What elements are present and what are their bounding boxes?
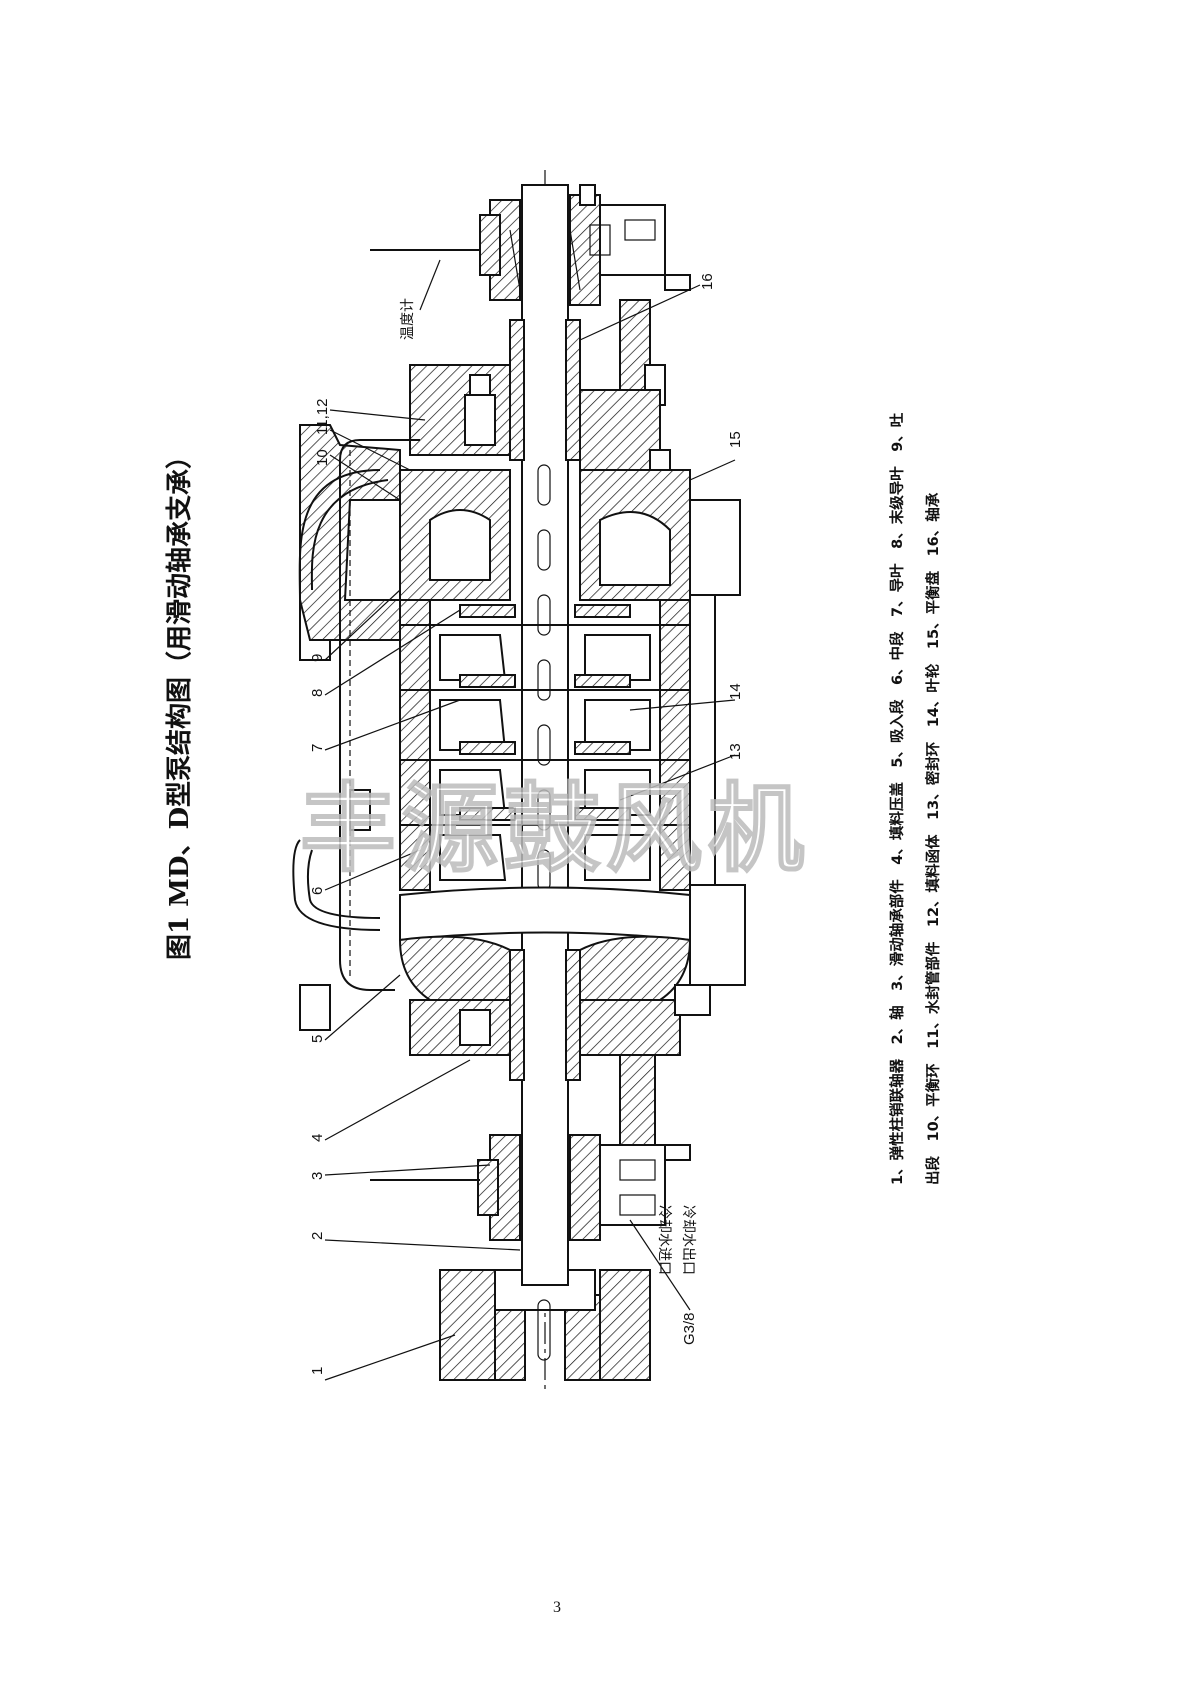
callout-16: 16 bbox=[699, 273, 716, 290]
callouts: 1 2 3 4 5 6 7 8 9 10 11,12 13 14 15 16 bbox=[309, 273, 744, 1375]
callout-5: 5 bbox=[309, 1035, 326, 1043]
top-bearing-housing bbox=[479, 194, 666, 306]
shaft-keyways bbox=[537, 464, 551, 1361]
figure-title: 图1 MD、D型泵结构图（用滑动轴承支承） bbox=[165, 443, 195, 960]
cooling-water-outlet-label: 冷却水出口 bbox=[680, 1205, 696, 1275]
callout-13: 13 bbox=[727, 743, 744, 760]
side-box-lower bbox=[689, 884, 746, 986]
callout-11-12: 11,12 bbox=[314, 399, 331, 435]
callout-7: 7 bbox=[309, 744, 326, 752]
side-box-upper bbox=[689, 499, 741, 596]
pump-stages bbox=[399, 599, 691, 891]
callout-15: 15 bbox=[727, 431, 744, 448]
callout-4: 4 bbox=[309, 1134, 326, 1142]
legend-line-1: 1、弹性柱销联轴器 2、轴 3、滑动轴承部件 4、填料压盖 5、吸入段 6、中段… bbox=[888, 412, 906, 1185]
suction-casing bbox=[398, 886, 711, 1146]
stuffing-box-top bbox=[409, 364, 671, 496]
page-number: 3 bbox=[553, 1599, 561, 1616]
callout-6: 6 bbox=[309, 887, 326, 895]
thread-size-label: G3/8 bbox=[681, 1312, 698, 1345]
bottom-bearing-housing bbox=[477, 1134, 666, 1241]
cooling-water-inlet-label: 冷却水进口 bbox=[656, 1205, 672, 1275]
shaft bbox=[521, 184, 569, 1286]
callout-2: 2 bbox=[309, 1232, 326, 1240]
callout-14: 14 bbox=[727, 683, 744, 700]
callout-8: 8 bbox=[309, 689, 326, 697]
pump-cross-section bbox=[292, 170, 746, 1390]
leader-lines bbox=[324, 259, 736, 1381]
watermark: 丰源鼓风机 bbox=[300, 772, 810, 885]
discharge-casing bbox=[298, 424, 691, 661]
legend-line-2: 出段 10、平衡环 11、水封管部件 12、填料函体 13、密封环 14、叶轮 … bbox=[924, 492, 942, 1185]
thermometer-label: 温度计 bbox=[400, 298, 416, 340]
callout-1: 1 bbox=[309, 1367, 326, 1375]
callout-3: 3 bbox=[309, 1172, 326, 1180]
callout-10: 10 bbox=[314, 449, 331, 466]
callout-9: 9 bbox=[309, 654, 326, 662]
